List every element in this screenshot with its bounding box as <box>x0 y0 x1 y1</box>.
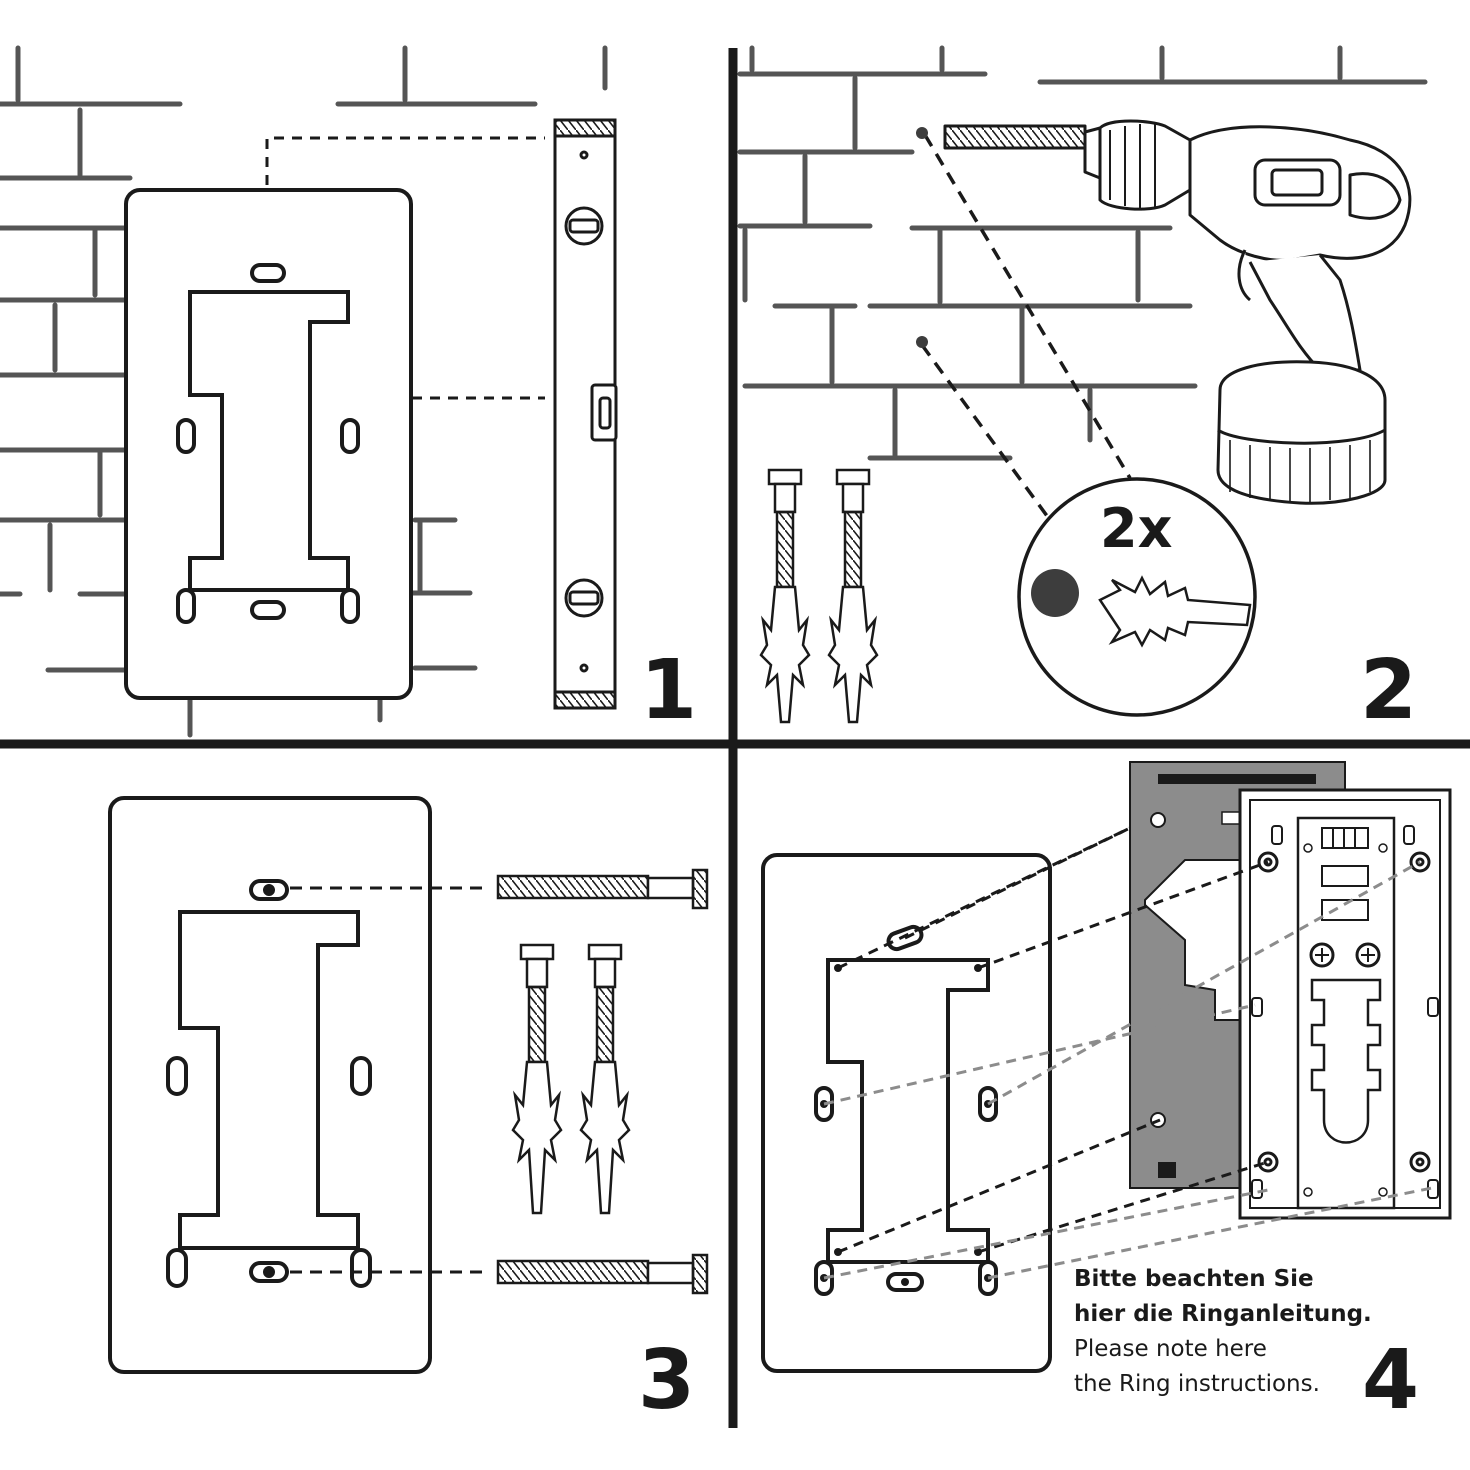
wall-plug-icon <box>827 468 879 724</box>
drill-point-lower <box>916 336 928 348</box>
panel-3-screw-guides <box>290 886 490 1274</box>
panel-2-wall-plugs <box>759 468 879 724</box>
wall-plug-icon <box>579 943 631 1215</box>
panel-4-alignment-guides-grey <box>823 860 1433 1280</box>
panel-dividers <box>0 48 1470 1428</box>
step-2-number: 2 <box>1360 643 1418 738</box>
note-de-line-1: Bitte beachten Sie <box>1074 1266 1314 1292</box>
ring-device-backplate-icon <box>1238 788 1452 1220</box>
drill-count-badge: 2x <box>1100 497 1173 560</box>
wall-plug-icon <box>1098 575 1252 648</box>
panel-2-drill-guides <box>920 134 1132 522</box>
panel-1-level-guides <box>265 136 545 400</box>
note-en-line-2: the Ring instructions. <box>1074 1371 1320 1397</box>
panel-1-mounting-bracket <box>176 263 360 624</box>
screw-icon <box>496 868 709 910</box>
panel-3-mounting-bracket <box>166 879 372 1288</box>
wall-plug-icon <box>759 468 811 724</box>
step-3-number: 3 <box>638 1333 696 1428</box>
drill-point-upper <box>916 127 928 139</box>
screw-icon <box>496 1253 709 1295</box>
panel-1-wall-plate-outline <box>124 188 413 700</box>
panel-2-brick-wall <box>737 45 1428 461</box>
panel-4-wall-plate-outline <box>761 853 1052 1373</box>
ring-instructions-note: Bitte beachten Sie hier die Ringanleitun… <box>1074 1262 1434 1402</box>
drill-icon <box>943 119 1412 505</box>
panel-3-wall-plate-outline <box>108 796 432 1374</box>
drill-hole-icon <box>1031 569 1079 617</box>
spirit-level-icon <box>553 118 618 710</box>
step-1-number: 1 <box>640 643 698 738</box>
note-en-line-1: Please note here <box>1074 1336 1267 1362</box>
note-de-line-2: hier die Ringanleitung. <box>1074 1301 1372 1327</box>
panel-4-alignment-guides-black <box>837 826 1269 1254</box>
panel-2-zoom-circle <box>1017 477 1257 717</box>
step-4-number: 4 <box>1362 1333 1420 1428</box>
wall-plug-icon <box>511 943 563 1215</box>
